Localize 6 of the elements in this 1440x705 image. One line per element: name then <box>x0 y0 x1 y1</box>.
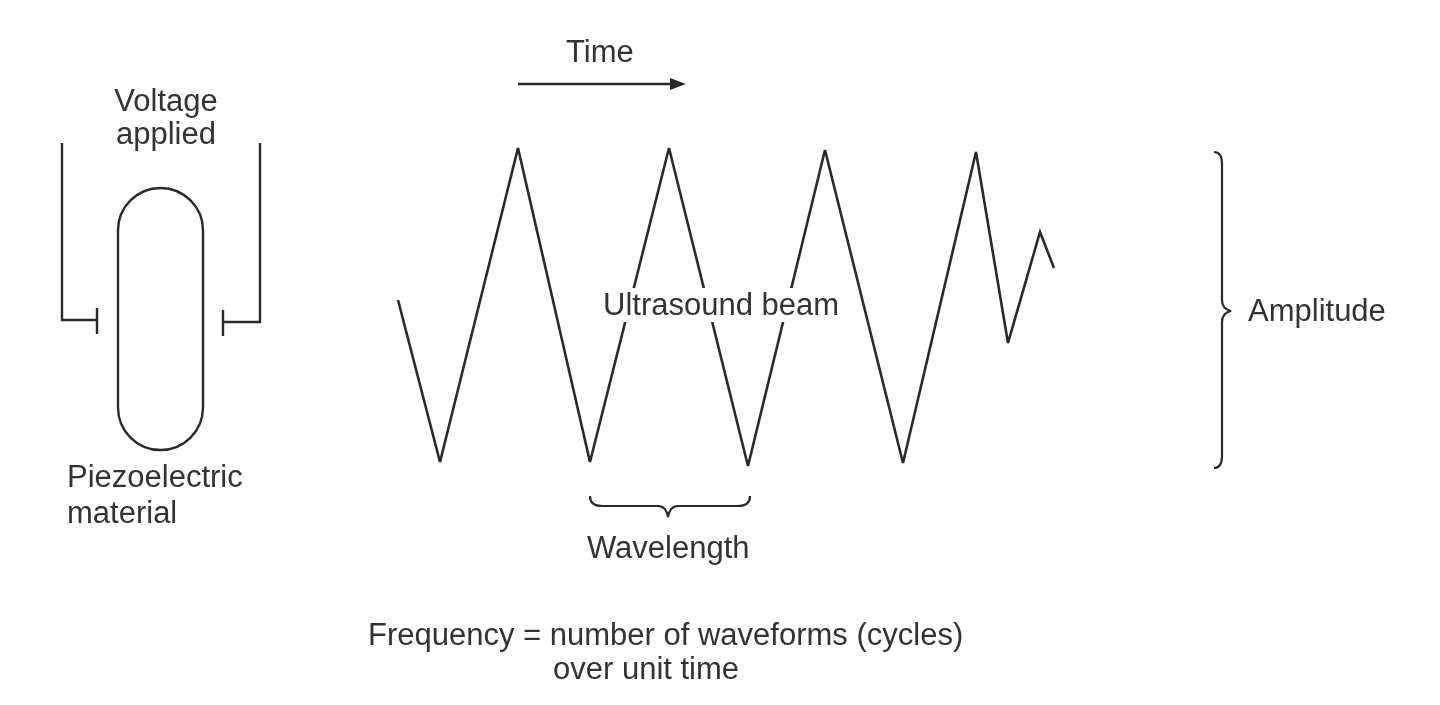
voltage-label: Voltage applied <box>113 84 219 150</box>
material-label: Piezoelectric material <box>67 459 244 531</box>
amplitude-label: Amplitude <box>1248 294 1387 328</box>
frequency-definition: Frequency = number of waveforms (cycles) over unit time <box>368 618 965 686</box>
time-label: Time <box>566 35 635 69</box>
wavelength-label: Wavelength <box>587 531 751 565</box>
